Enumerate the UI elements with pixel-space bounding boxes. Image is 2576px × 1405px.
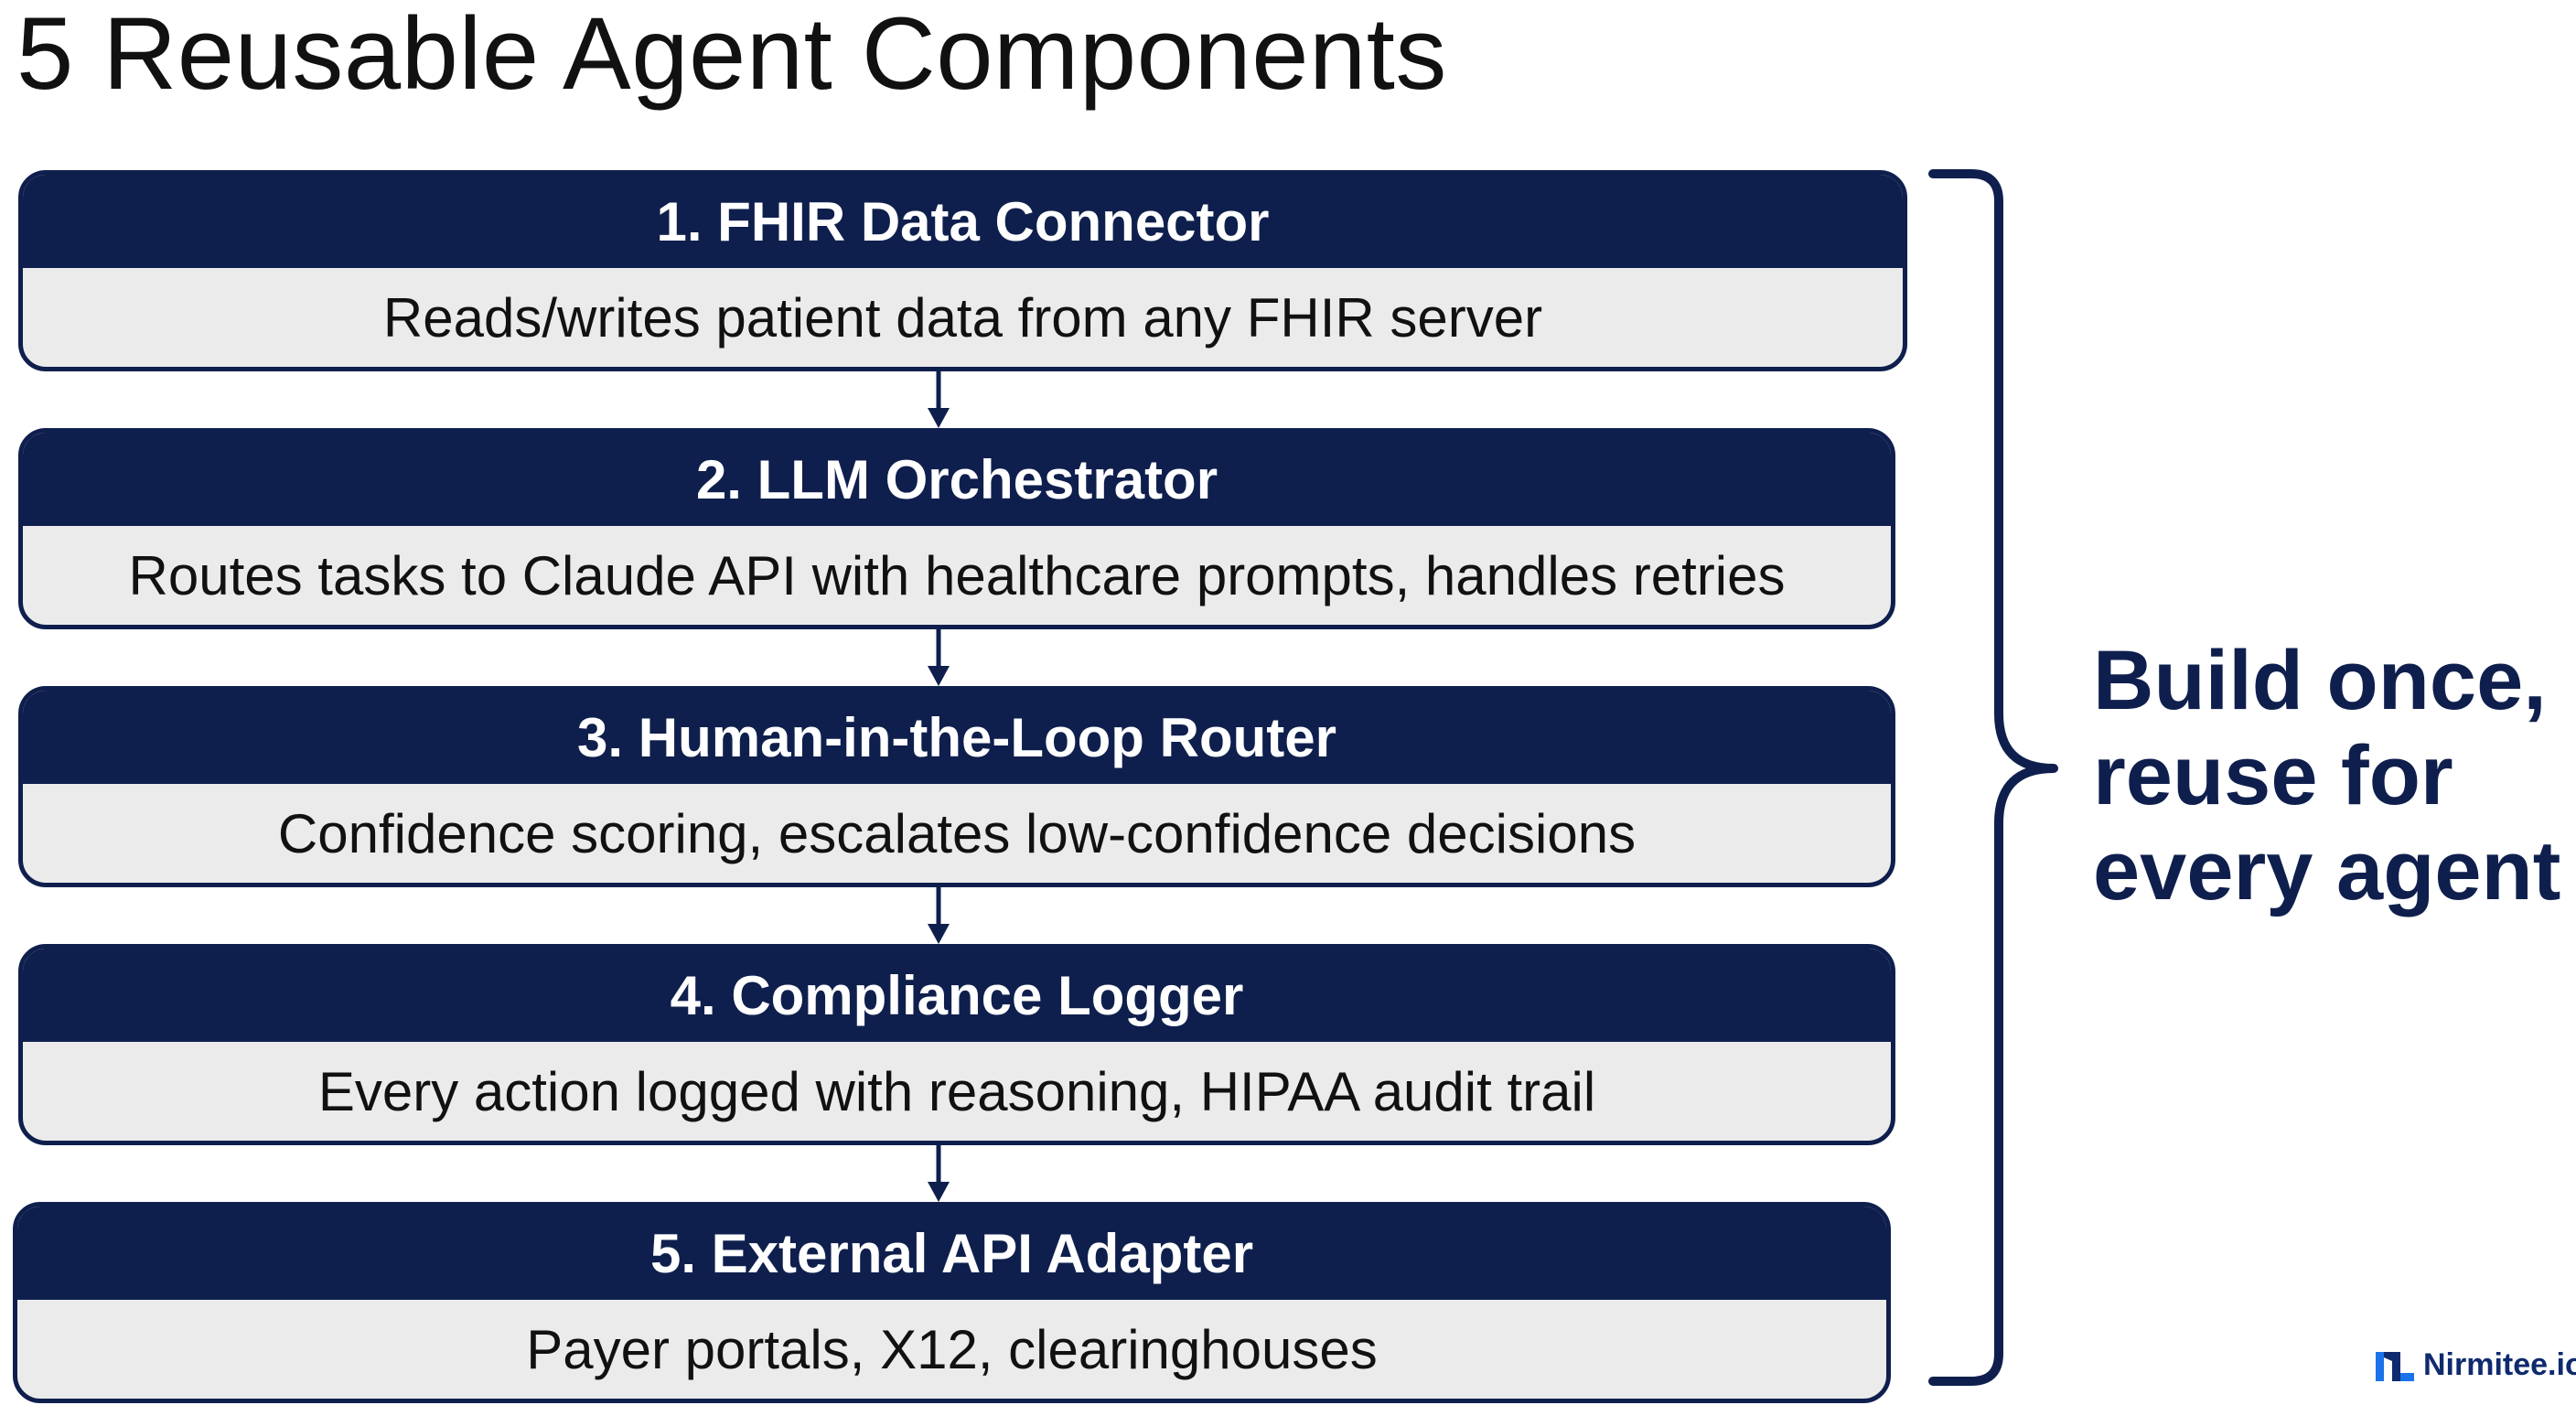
component-card-fhir-data-connector: 1. FHIR Data Connector Reads/writes pati… [18,170,1907,371]
component-title: 4. Compliance Logger [23,949,1891,1042]
component-description: Routes tasks to Claude API with healthca… [128,544,1786,606]
grouping-bracket [1928,169,2058,1386]
component-card-compliance-logger: 4. Compliance Logger Every action logged… [18,944,1895,1145]
tagline-line-3: every agent [2093,824,2561,917]
tagline-line-2: reuse for [2093,729,2453,822]
component-description: Payer portals, X12, clearinghouses [526,1318,1378,1380]
connector-arrow-down [928,371,950,428]
component-description: Confidence scoring, escalates low-confid… [277,802,1637,864]
nirmitee-logo-icon [2376,1351,2414,1381]
component-title: 1. FHIR Data Connector [23,175,1903,268]
component-description: Reads/writes patient data from any FHIR … [382,286,1543,349]
connector-arrow-down [928,887,950,944]
brand-logo: Nirmitee.io [2374,1347,2576,1383]
tagline-line-1: Build once, [2093,634,2547,727]
tagline: Build once, reuse for every agent [2093,633,2560,918]
component-card-external-api-adapter: 5. External API Adapter Payer portals, X… [13,1202,1891,1403]
component-card-llm-orchestrator: 2. LLM Orchestrator Routes tasks to Clau… [18,428,1895,629]
component-title: 2. LLM Orchestrator [23,433,1891,526]
component-title: 5. External API Adapter [17,1207,1886,1300]
component-card-human-in-the-loop-router: 3. Human-in-the-Loop Router Confidence s… [18,686,1895,887]
page-title: 5 Reusable Agent Components [16,0,1447,111]
connector-arrow-down [928,1145,950,1202]
connector-arrow-down [928,629,950,686]
brand-name: Nirmitee.io [2423,1347,2576,1382]
component-description: Every action logged with reasoning, HIPA… [317,1060,1596,1122]
component-title: 3. Human-in-the-Loop Router [23,691,1891,784]
